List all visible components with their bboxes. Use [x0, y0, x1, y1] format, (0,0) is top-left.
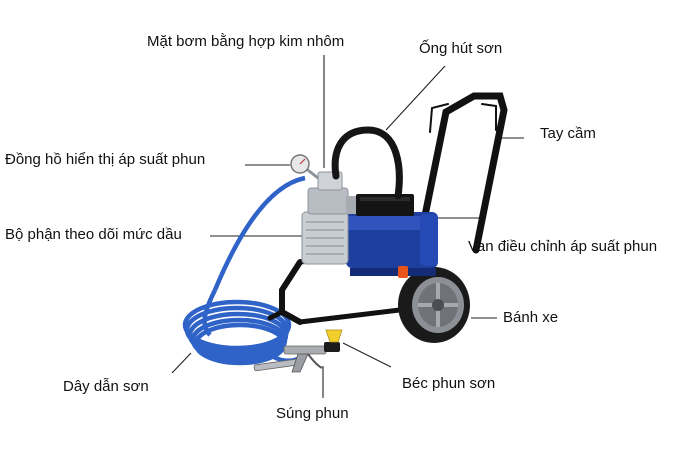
motor	[346, 212, 438, 278]
pressure-gauge	[290, 154, 319, 180]
wheel	[398, 267, 470, 343]
label-pressure-valve: Van điều chỉnh áp suất phun	[468, 238, 658, 255]
label-pressure-gauge: Đồng hồ hiển thị áp suất phun	[5, 151, 206, 168]
leader-paint-hose	[171, 352, 192, 374]
control-box	[356, 194, 414, 216]
label-spray-gun: Súng phun	[276, 405, 349, 422]
spray-gun	[253, 329, 343, 373]
label-wheel: Bánh xe	[503, 309, 559, 326]
pump-head	[301, 171, 356, 265]
label-pump-face: Mặt bơm bằng hợp kim nhôm	[147, 33, 345, 50]
leader-spray-nozzle	[342, 342, 392, 368]
label-spray-nozzle: Béc phun sơn	[402, 375, 496, 392]
power-switch	[398, 266, 408, 278]
label-handle: Tay cầm	[540, 125, 596, 142]
leader-suction-hose	[385, 65, 446, 131]
label-paint-hose: Dây dẫn sơn	[63, 378, 149, 395]
label-suction-hose: Ống hút sơn	[419, 40, 503, 57]
suction-hose	[331, 126, 403, 200]
paint-hose	[182, 175, 306, 366]
label-oil-level-monitor: Bộ phận theo dõi mức dầu	[5, 226, 182, 243]
